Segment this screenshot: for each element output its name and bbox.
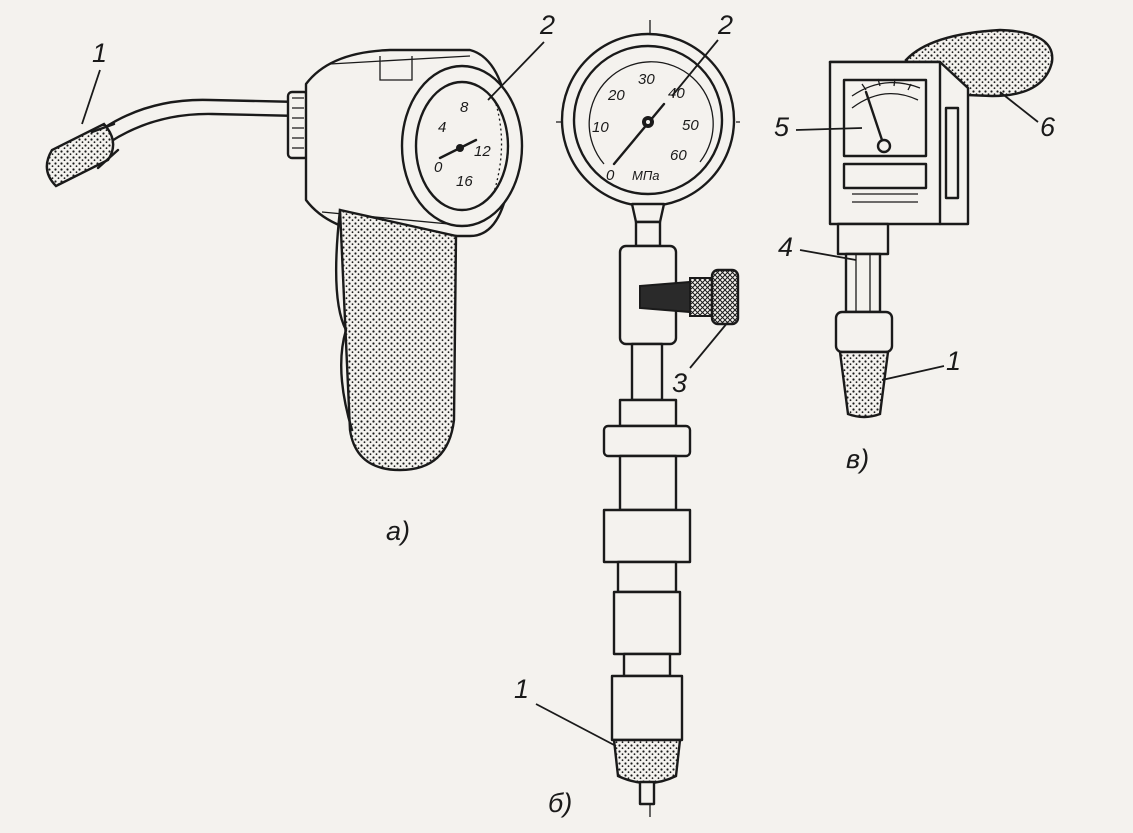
panel-b-body — [602, 424, 692, 458]
panel-a: 0 4 8 12 16 — [45, 48, 524, 472]
panel-b-label-valve: 3 — [672, 368, 687, 398]
panel-a-label-gauge: 2 — [539, 10, 555, 40]
panel-c-label-meter: 5 — [774, 112, 790, 142]
panel-b-gauge-dial — [572, 44, 724, 196]
panel-c-label-handle: 6 — [1040, 112, 1056, 142]
panel-b-tick: 50 — [682, 117, 699, 134]
panel-a-tick: 4 — [438, 119, 446, 136]
panel-c-tip — [838, 350, 890, 419]
panel-c-label-tip: 1 — [946, 346, 961, 376]
panel-b-valve-knob[interactable] — [710, 268, 740, 326]
panel-b-tick: 10 — [592, 119, 609, 136]
panel-a-label-tip: 1 — [92, 38, 107, 68]
panel-c-label-tube: 4 — [778, 232, 793, 262]
panel-b-tick: 0 — [606, 167, 615, 184]
panel-b: 0 10 20 30 40 50 60 МПа — [556, 20, 740, 820]
panel-a-caption: а) — [386, 516, 410, 546]
panel-a-tick: 12 — [474, 143, 491, 160]
panel-b-gauge-unit: МПа — [632, 168, 659, 183]
panel-b-tick: 20 — [607, 87, 625, 104]
panel-b-valve-stem — [689, 277, 713, 317]
panel-a-tick: 16 — [456, 173, 473, 190]
panel-b-label-tip: 1 — [514, 674, 529, 704]
panel-b-caption: б) — [548, 788, 572, 818]
panel-a-grip — [338, 208, 458, 472]
panel-b-tick: 40 — [668, 85, 685, 102]
panel-c — [828, 28, 1054, 419]
panel-a-hose — [102, 98, 302, 130]
panel-a-tick: 0 — [434, 159, 443, 176]
panel-c-needle — [864, 90, 886, 148]
panel-a-tick: 8 — [460, 99, 469, 116]
panel-b-tick: 30 — [638, 71, 655, 88]
panel-b-needle — [612, 102, 666, 166]
panel-a-nozzle — [45, 122, 120, 188]
panel-b-tick: 60 — [670, 147, 687, 164]
panel-c-tube — [844, 252, 882, 314]
panel-c-caption: в) — [846, 444, 869, 474]
panel-b-tip — [612, 738, 682, 785]
panel-b-label-gauge: 2 — [717, 10, 733, 40]
